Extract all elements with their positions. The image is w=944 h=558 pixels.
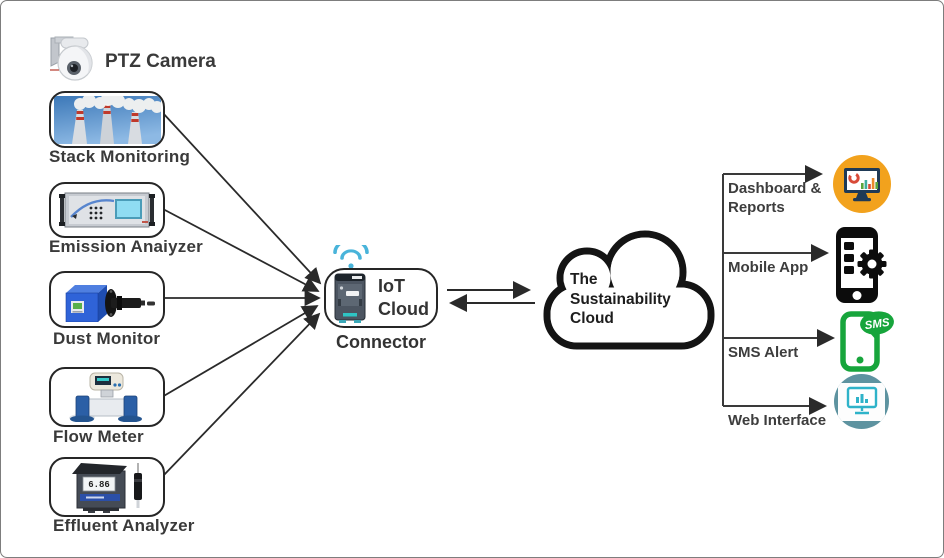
ptz-camera-label: PTZ Camera xyxy=(105,51,216,72)
dashboard-label-line1: Dashboard & xyxy=(728,180,822,197)
dust-monitor-box xyxy=(49,271,165,328)
sms-bubble: SMS xyxy=(860,311,894,341)
dashboard-reports-icon xyxy=(833,155,891,213)
cloud-label-line3: Cloud xyxy=(570,310,614,327)
smokestacks-photo xyxy=(53,95,161,144)
emission-analyzer-label: Emission Anaiyzer xyxy=(49,237,203,256)
sms-bubble-text: SMS xyxy=(864,317,891,332)
sms-alert-icon: SMS xyxy=(839,304,897,372)
gateway-device-icon xyxy=(334,273,366,323)
connector-title-line2: Cloud xyxy=(378,299,429,319)
wifi-icon xyxy=(333,245,369,269)
cloud-label-line1: The xyxy=(570,271,598,288)
ph-display-value: 6.86 xyxy=(88,480,110,490)
effluent-analyzer-label: Effluent Analyzer xyxy=(53,516,195,535)
dust-monitor-label: Dust Monitor xyxy=(53,329,161,348)
mobile-app-icon xyxy=(835,225,887,305)
ph-analyzer-photo: 6.86 xyxy=(72,463,142,513)
iot-cloud-connector-box: IoT Cloud xyxy=(324,268,438,328)
web-interface-panel xyxy=(838,382,885,421)
dust-monitor-photo xyxy=(65,284,155,322)
effluent-analyzer-box: 6.86 xyxy=(49,457,165,517)
rack-analyzer-photo xyxy=(59,192,155,228)
stack-monitoring-box xyxy=(49,91,165,148)
connector-subtitle: Connector xyxy=(336,332,426,352)
flow-meter-label: Flow Meter xyxy=(53,427,144,446)
sustainability-cloud-label: The Sustainability Cloud xyxy=(570,270,671,329)
dashboard-label-line2: Reports xyxy=(728,199,785,216)
web-interface-icon xyxy=(834,374,889,429)
connector-title-line1: IoT xyxy=(378,276,405,296)
stack-monitoring-label: Stack Monitoring xyxy=(49,147,191,166)
sustainability-cloud-shape xyxy=(543,230,715,350)
connector-cloud-arrows xyxy=(447,281,535,312)
cloud-to-output-branches xyxy=(722,165,835,415)
output-label-mobile-app: Mobile App xyxy=(728,259,809,276)
flow-meter-photo xyxy=(69,372,142,422)
ptz-camera-icon xyxy=(45,31,99,87)
cloud-label-line2: Sustainability xyxy=(570,290,671,308)
output-label-dashboard-reports: Dashboard & Reports xyxy=(728,179,821,217)
connector-title: IoT Cloud xyxy=(378,275,429,321)
output-label-web-interface: Web Interface xyxy=(728,412,827,429)
flow-meter-box xyxy=(49,367,165,427)
emission-analyzer-box xyxy=(49,182,165,238)
output-label-sms-alert: SMS Alert xyxy=(728,344,799,361)
gear-icon xyxy=(857,249,887,279)
device-to-connector-arrows xyxy=(161,111,322,477)
